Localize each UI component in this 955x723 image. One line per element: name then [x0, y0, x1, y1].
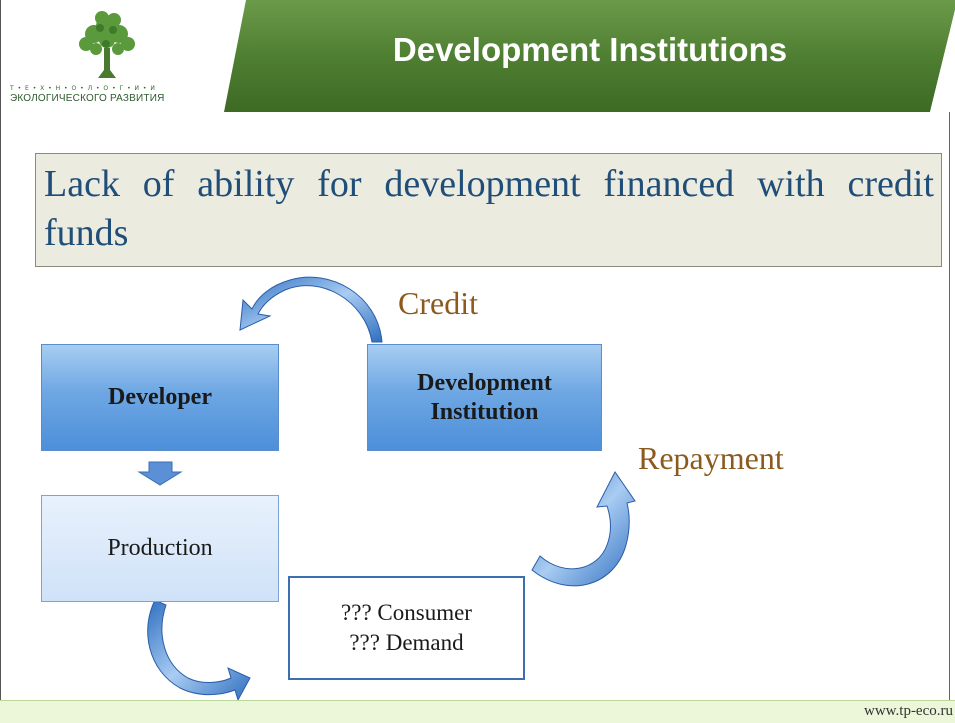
developer-label: Developer — [108, 384, 212, 410]
consumer-label: ??? Consumer — [341, 600, 472, 625]
institution-label-line2: Institution — [430, 398, 539, 425]
tree-logo-icon — [79, 11, 135, 78]
subtitle-text: Lack of ability for development financed… — [44, 163, 934, 254]
logo: Т • Е • Х • Н • О • Л • О • Г • И • И ЭК… — [6, 4, 218, 114]
institution-label-line1: Development — [417, 369, 552, 396]
logo-text-line2: ЭКОЛОГИЧЕСКОГО РАЗВИТИЯ — [10, 93, 165, 104]
production-label: Production — [107, 535, 213, 561]
logo-text-line1: Т • Е • Х • Н • О • Л • О • Г • И • И — [10, 85, 156, 92]
development-institution-box: Development Institution — [367, 344, 602, 451]
repayment-label: Repayment — [638, 440, 784, 476]
credit-label: Credit — [398, 285, 478, 321]
production-consumer-arrow — [147, 599, 251, 702]
production-box: Production — [41, 495, 279, 602]
footer-bar — [0, 700, 955, 723]
slide-frame-right — [949, 0, 950, 700]
down-arrow — [137, 461, 183, 486]
credit-arrow — [239, 276, 383, 343]
repayment-arrow — [531, 471, 636, 587]
demand-label: ??? Demand — [349, 630, 464, 655]
page-title: Development Institutions — [392, 31, 788, 68]
footer-url: www.tp-eco.ru — [864, 703, 953, 719]
consumer-demand-box: ??? Consumer ??? Demand — [288, 576, 525, 680]
developer-box: Developer — [41, 344, 279, 451]
subtitle-box — [35, 153, 942, 267]
title-banner — [224, 0, 955, 112]
slide-frame-left — [0, 0, 1, 700]
